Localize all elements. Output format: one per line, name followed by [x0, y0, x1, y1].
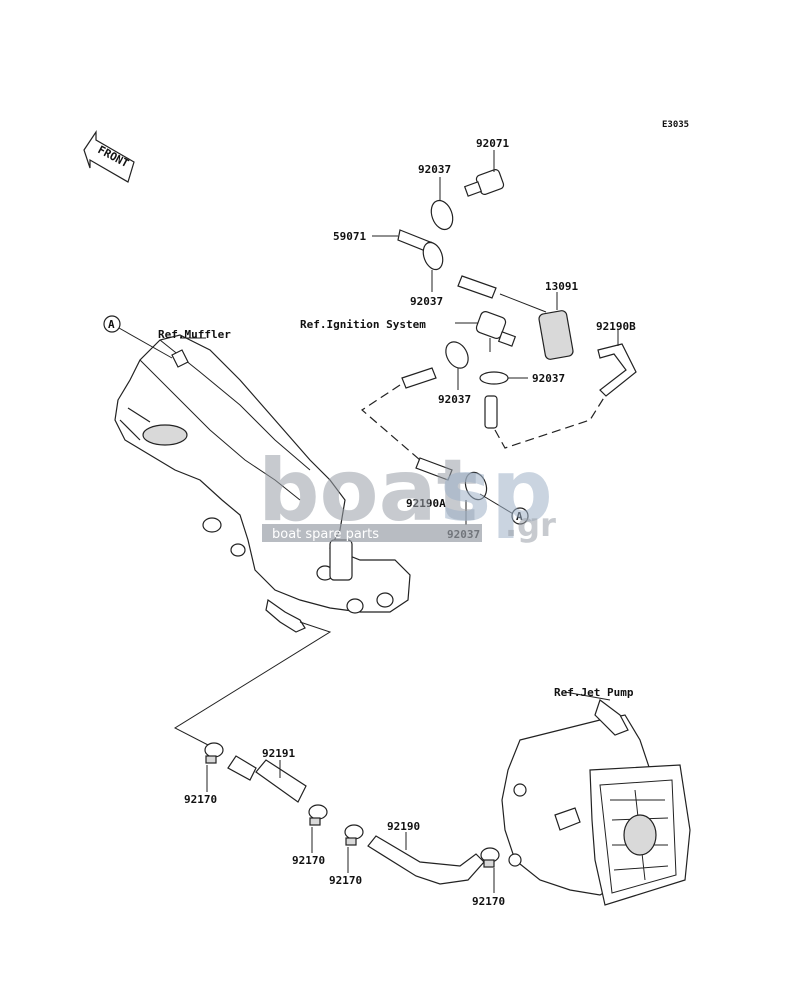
- clip-92037-right: [479, 371, 528, 385]
- diagram-code: E3035: [662, 120, 690, 130]
- clip-92037-top: [430, 177, 454, 231]
- label-92190: 92190: [387, 820, 420, 833]
- label-59071: 59071: [333, 230, 366, 243]
- clamp-92170-c: [344, 824, 364, 873]
- label-ref-jet-pump: Ref.Jet Pump: [554, 686, 634, 699]
- label-ref-ignition: Ref.Ignition System: [300, 318, 426, 331]
- filter-13091: [538, 292, 574, 360]
- label-92170-c: 92170: [329, 874, 362, 887]
- clip-92037-mid: [422, 241, 444, 292]
- label-92191: 92191: [262, 747, 295, 760]
- routing-line-lower: [173, 621, 332, 747]
- front-arrow-icon: FRONT: [83, 130, 135, 183]
- label-92071: 92071: [476, 137, 509, 150]
- muffler-housing: [114, 334, 411, 633]
- clamp-92170-d: [480, 847, 500, 893]
- ignition-fitting: [455, 311, 517, 352]
- label-92190a: 92190A: [406, 497, 446, 510]
- label-92170-b: 92170: [292, 854, 325, 867]
- hose-segment-upper: [457, 275, 547, 313]
- hose-92190b: [597, 330, 637, 397]
- clip-92037-bottom: [464, 471, 516, 525]
- label-92037-right: 92037: [532, 372, 565, 385]
- circle-ref-a-left: A: [103, 315, 173, 359]
- label-92037-left: 92037: [438, 393, 471, 406]
- watermark-logo: boat sp .gr boat spare parts: [258, 441, 556, 544]
- jet-pump: [501, 699, 691, 906]
- label-ref-muffler: Ref.Muffler: [158, 328, 231, 341]
- label-13091: 13091: [545, 280, 578, 293]
- hose-92191: [227, 755, 307, 803]
- clamp-92170-b: [308, 804, 328, 853]
- label-92170-d: 92170: [472, 895, 505, 908]
- routing-line-left: [361, 384, 421, 461]
- hose-pieces-center: [401, 367, 498, 481]
- label-92190b: 92190B: [596, 320, 636, 333]
- svg-text:A: A: [108, 318, 115, 331]
- fitting-92071: [463, 150, 505, 197]
- label-92170-a: 92170: [184, 793, 217, 806]
- svg-text:A: A: [516, 510, 523, 523]
- svg-text:.gr: .gr: [505, 506, 556, 544]
- clamp-92170-a: [204, 742, 224, 792]
- clip-92037-left: [445, 341, 469, 390]
- hose-92190: [367, 832, 485, 885]
- label-92037-mid: 92037: [410, 295, 443, 308]
- label-92037-top: 92037: [418, 163, 451, 176]
- circle-ref-a-right: A: [511, 507, 529, 525]
- svg-text:boat spare parts: boat spare parts: [272, 527, 379, 542]
